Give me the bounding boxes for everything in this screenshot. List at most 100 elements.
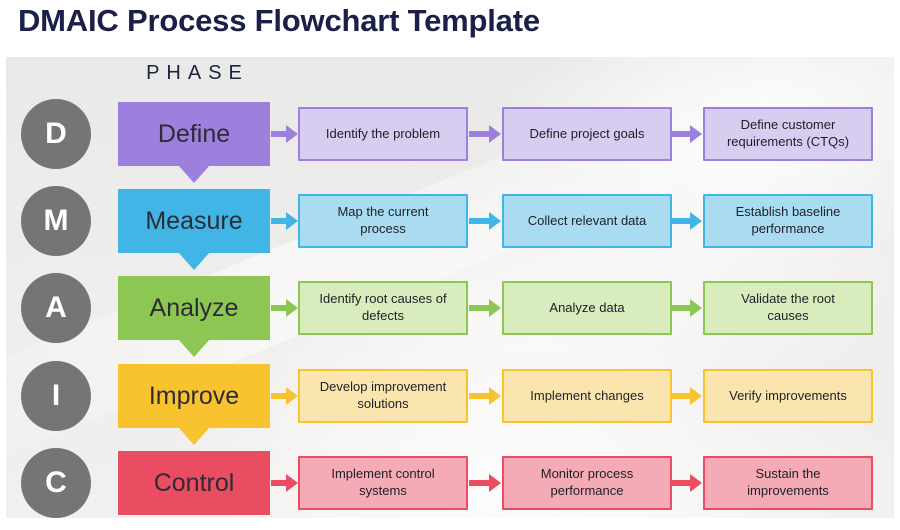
phase-letter: D	[45, 117, 67, 150]
phase-label: Improve	[148, 381, 240, 410]
step-label: Validate the root causes	[741, 291, 835, 323]
step-label: Implement control systems	[331, 466, 435, 498]
right-arrow-icon	[672, 474, 702, 492]
step-label: Define customer requirements (CTQs)	[726, 117, 850, 149]
down-arrow-icon	[178, 339, 210, 357]
arrow-shaft	[672, 131, 691, 137]
arrow-head	[690, 125, 702, 143]
phase-letter: M	[43, 204, 69, 237]
step-box: Develop improvement solutions	[298, 369, 468, 423]
step-label: Map the current process	[337, 204, 429, 236]
arrow-head	[690, 212, 702, 230]
arrow-shaft	[271, 480, 287, 486]
step-box: Implement control systems	[298, 456, 468, 510]
step-label: Identify root causes of defects	[319, 291, 447, 323]
phase-letter: A	[45, 291, 67, 324]
arrow-shaft	[672, 218, 691, 224]
arrow-head	[286, 387, 298, 405]
arrow-shaft	[469, 218, 490, 224]
phase-box-analyze: Analyze	[118, 276, 270, 340]
down-arrow-icon	[178, 165, 210, 183]
arrow-head	[489, 125, 501, 143]
phase-column-header: PHASE	[146, 62, 249, 84]
arrow-head	[286, 474, 298, 492]
arrow-head	[286, 125, 298, 143]
arrow-shaft	[271, 305, 287, 311]
right-arrow-icon	[672, 212, 702, 230]
arrow-head	[690, 474, 702, 492]
arrow-shaft	[469, 480, 490, 486]
arrow-head	[286, 299, 298, 317]
step-box: Define project goals	[502, 107, 672, 161]
step-label: Define project goals	[529, 125, 645, 141]
page-title: DMAIC Process Flowchart Template	[18, 3, 540, 38]
right-arrow-icon	[469, 299, 501, 317]
step-label: Identify the problem	[325, 125, 441, 141]
step-label: Develop improvement solutions	[319, 379, 447, 411]
phase-row-control: C Control Implement control systems Moni…	[0, 448, 900, 518]
phase-box-control: Control	[118, 451, 270, 515]
right-arrow-icon	[271, 212, 298, 230]
phase-box-define: Define	[118, 102, 270, 166]
phase-letter-circle: A	[21, 273, 91, 343]
phase-letter-circle: C	[21, 448, 91, 518]
step-box: Identify the problem	[298, 107, 468, 161]
arrow-head	[286, 212, 298, 230]
right-arrow-icon	[271, 387, 298, 405]
phase-row-analyze: A Analyze Identify root causes of defect…	[0, 273, 900, 357]
down-arrow-icon	[178, 252, 210, 270]
arrow-shaft	[469, 131, 490, 137]
step-box: Verify improvements	[703, 369, 873, 423]
step-label: Sustain the improvements	[747, 466, 829, 498]
step-label: Monitor process performance	[540, 466, 634, 498]
arrow-head	[690, 299, 702, 317]
step-box: Validate the root causes	[703, 281, 873, 335]
phase-row-define: D Define Identify the problem Define pro…	[0, 99, 900, 183]
step-box: Implement changes	[502, 369, 672, 423]
step-label: Establish baseline performance	[735, 204, 841, 236]
right-arrow-icon	[672, 125, 702, 143]
step-box: Establish baseline performance	[703, 194, 873, 248]
right-arrow-icon	[672, 387, 702, 405]
phase-letter-circle: I	[21, 361, 91, 431]
right-arrow-icon	[469, 387, 501, 405]
arrow-shaft	[672, 393, 691, 399]
step-box: Identify root causes of defects	[298, 281, 468, 335]
arrow-head	[489, 387, 501, 405]
arrow-head	[489, 474, 501, 492]
right-arrow-icon	[469, 212, 501, 230]
phase-letter: I	[51, 379, 61, 412]
step-box: Define customer requirements (CTQs)	[703, 107, 873, 161]
step-box: Map the current process	[298, 194, 468, 248]
arrow-shaft	[271, 131, 287, 137]
phase-box-improve: Improve	[118, 364, 270, 428]
step-box: Monitor process performance	[502, 456, 672, 510]
arrow-shaft	[271, 218, 287, 224]
step-label: Implement changes	[530, 387, 644, 403]
right-arrow-icon	[469, 125, 501, 143]
arrow-head	[489, 212, 501, 230]
right-arrow-icon	[672, 299, 702, 317]
phase-letter: C	[45, 466, 67, 499]
arrow-head	[489, 299, 501, 317]
step-box: Sustain the improvements	[703, 456, 873, 510]
arrow-head	[690, 387, 702, 405]
right-arrow-icon	[271, 125, 298, 143]
step-label: Collect relevant data	[527, 212, 647, 228]
right-arrow-icon	[469, 474, 501, 492]
phase-row-improve: I Improve Develop improvement solutions …	[0, 361, 900, 445]
arrow-shaft	[271, 393, 287, 399]
phase-letter-circle: D	[21, 99, 91, 169]
phase-label: Control	[153, 468, 235, 497]
step-box: Collect relevant data	[502, 194, 672, 248]
step-label: Verify improvements	[729, 387, 847, 403]
phase-letter-circle: M	[21, 186, 91, 256]
phase-label: Define	[157, 119, 231, 148]
phase-box-measure: Measure	[118, 189, 270, 253]
arrow-shaft	[672, 480, 691, 486]
arrow-shaft	[469, 305, 490, 311]
down-arrow-icon	[178, 427, 210, 445]
arrow-shaft	[672, 305, 691, 311]
step-label: Analyze data	[549, 299, 625, 315]
